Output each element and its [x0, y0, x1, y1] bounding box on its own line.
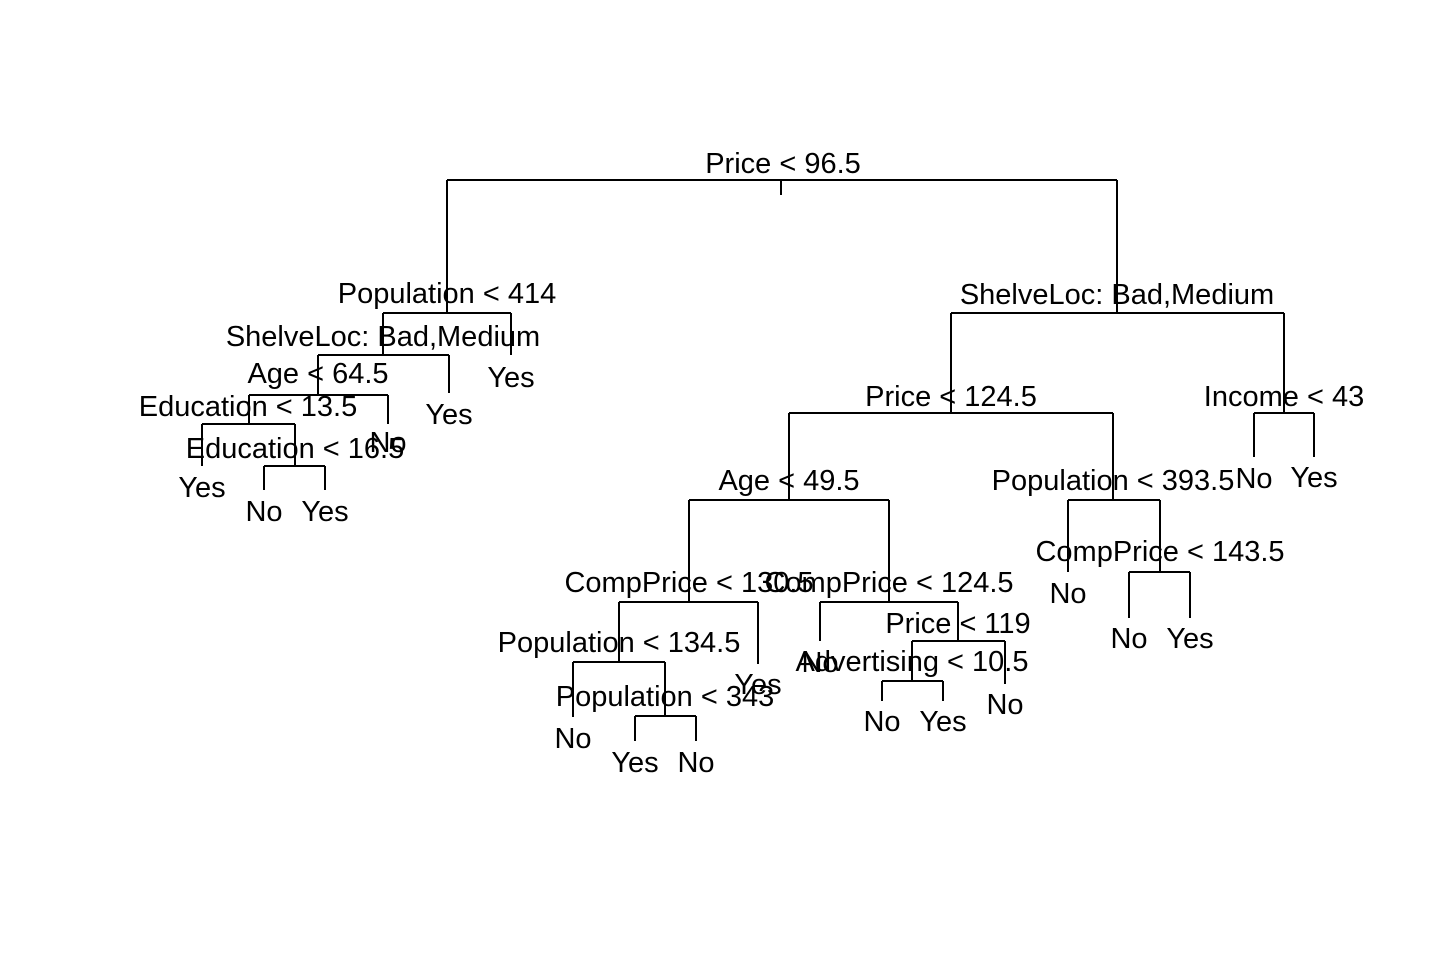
- split-label-compprice: CompPrice < 130.5: [564, 567, 813, 599]
- leaf-label: No: [369, 427, 406, 459]
- split-label-shelveloc: ShelveLoc: Bad,Medium: [226, 321, 540, 353]
- leaf-label: No: [801, 647, 838, 679]
- split-label-shelveloc: ShelveLoc: Bad,Medium: [960, 279, 1274, 311]
- split-label-population: Population < 393.5: [992, 465, 1235, 497]
- split-label-price: Price < 124.5: [865, 381, 1037, 413]
- split-label-population: Population < 414: [338, 278, 557, 310]
- split-label-education: Education < 13.5: [139, 391, 357, 423]
- leaf-label: Yes: [1290, 462, 1337, 494]
- leaf-label: Yes: [487, 362, 534, 394]
- leaf-label: Yes: [734, 669, 781, 701]
- leaf-label: No: [1110, 623, 1147, 655]
- leaf-label: Yes: [178, 472, 225, 504]
- split-label-education: Education < 16.5: [186, 433, 404, 465]
- leaf-label: Yes: [919, 706, 966, 738]
- split-label-age: Age < 64.5: [247, 358, 388, 390]
- split-label-age: Age < 49.5: [718, 465, 859, 497]
- split-label-income: Income < 43: [1204, 381, 1364, 413]
- split-label-root: Price < 96.5: [705, 148, 861, 180]
- leaf-label: No: [554, 723, 591, 755]
- tree-branches: [201, 179, 1315, 741]
- split-label-population: Population < 343: [556, 681, 775, 713]
- leaf-label: No: [245, 496, 282, 528]
- split-label-population: Population < 134.5: [498, 627, 741, 659]
- leaf-label: Yes: [425, 399, 472, 431]
- leaf-label: Yes: [1166, 623, 1213, 655]
- leaf-label: No: [1235, 463, 1272, 495]
- split-label-price: Price < 119: [885, 608, 1030, 640]
- split-label-compprice: CompPrice < 143.5: [1035, 536, 1284, 568]
- leaf-labels: Yes Yes No Yes No Yes No Yes No No Yes Y…: [178, 362, 1337, 779]
- leaf-label: No: [986, 689, 1023, 721]
- split-label-advertising: Advertising < 10.5: [796, 646, 1029, 678]
- leaf-label: No: [863, 706, 900, 738]
- split-labels: Price < 96.5 Population < 414 ShelveLoc:…: [139, 148, 1364, 713]
- leaf-label: No: [677, 747, 714, 779]
- split-label-compprice: CompPrice < 124.5: [764, 567, 1013, 599]
- leaf-label: Yes: [611, 747, 658, 779]
- leaf-label: Yes: [301, 496, 348, 528]
- leaf-label: No: [1049, 578, 1086, 610]
